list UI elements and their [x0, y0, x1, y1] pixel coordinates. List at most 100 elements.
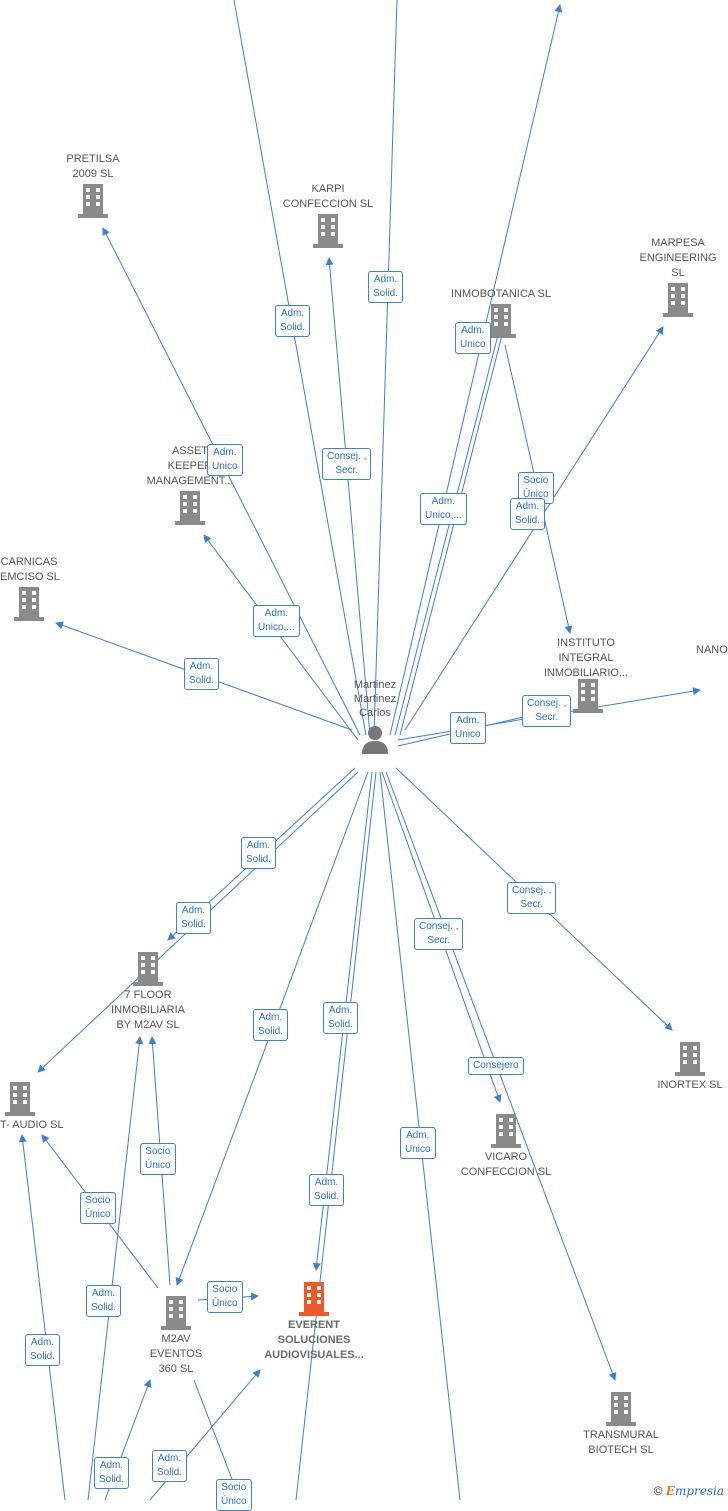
edge-label-line: Único [212, 1298, 238, 1309]
edge-label-line: Solid. [258, 1026, 284, 1037]
edge-label[interactable]: Adm. Unico [450, 712, 486, 744]
edge-label[interactable]: Consej. ,Secr. [322, 448, 372, 480]
edge-label-line: Solid. [280, 322, 306, 333]
company-node-instituto[interactable]: INSTITUTO INTEGRAL INMOBILIARIO... [535, 636, 637, 715]
person-icon [362, 726, 388, 754]
company-node-karpi[interactable]: KARPI CONFECCION SL [276, 182, 380, 250]
company-name-line: AUDIOVISUALES... [264, 1349, 364, 1361]
edge-label-line: Solid. [99, 1474, 125, 1485]
edge [373, 0, 398, 736]
edge-label-line: Único [221, 1496, 247, 1507]
edge-label[interactable]: Adm.Unico [400, 1127, 436, 1159]
person-name-line: Martinez [353, 679, 397, 691]
building-icon [491, 1114, 521, 1148]
edge-label-line: Socio [523, 475, 549, 486]
edge-label-line: Solid. [189, 675, 215, 686]
edge-label-line: Secr. [520, 899, 544, 910]
company-name-line: INSTITUTO [557, 637, 615, 649]
brand-logo-text: Empresia [665, 1484, 724, 1498]
edge-label[interactable]: Consejero [468, 1057, 524, 1075]
person-name-line: Carlos [359, 707, 391, 719]
company-node-audio[interactable]: T- AUDIO SL [0, 1080, 64, 1133]
company-name-line: CONFECCION SL [282, 198, 374, 210]
edge-label-line: Adm. [328, 1005, 353, 1016]
building-icon [133, 952, 163, 986]
edge-label[interactable]: Consej. ,Secr. [507, 882, 557, 914]
edge-label[interactable]: Adm.Solid. [152, 1450, 188, 1482]
edge [87, 1036, 144, 1500]
company-name-line: EMCISO SL [0, 571, 60, 583]
building-icon [486, 304, 516, 338]
company-node-vicaro[interactable]: VICARO CONFECCION SL [452, 1112, 560, 1180]
edge-label[interactable]: Adm.Solid. [184, 658, 220, 690]
company-node-inortex[interactable]: INORTEX SL [652, 1040, 728, 1093]
edge-label[interactable]: Adm. Solid. [323, 1002, 359, 1034]
company-node-carnicas[interactable]: CARNICAS EMCISO SL [0, 555, 60, 623]
edge-label-line: Adm. [515, 501, 540, 512]
company-node-transmural[interactable]: TRANSMURAL BIOTECH SL [574, 1390, 668, 1458]
company-node-asset-keeper[interactable]: ASSET KEEPER MANAGEMENT... [138, 444, 242, 527]
company-node-marpesa[interactable]: MARPESA ENGINEERING SL [630, 236, 726, 319]
edge-label-line: Unico [455, 729, 481, 740]
edge-label-line: Secr. [535, 712, 559, 723]
edge-label-line: Único [85, 1209, 111, 1220]
company-name-line: M2AV [161, 1333, 191, 1345]
edge-label[interactable]: Adm.Unico,... [253, 605, 300, 637]
edge-label[interactable]: Adm.Solid. [253, 1009, 289, 1041]
edge-label[interactable]: Adm. Solid. [510, 498, 546, 530]
company-node-nano[interactable]: NANO [696, 643, 728, 658]
company-name-line: 7 FLOOR [124, 989, 172, 1001]
edge-label-line: Solid. [328, 1019, 354, 1030]
edge-label-line: Adm. [406, 1130, 430, 1141]
company-node-inmobotanica[interactable]: INMOBOTANICA SL [444, 287, 558, 340]
edge-label-line: Unico,... [258, 622, 295, 633]
edge-label-line: Adm. [456, 715, 480, 726]
edge-label[interactable]: Consej. ,Secr. [522, 695, 572, 727]
edge-label-line: Adm. [280, 308, 305, 319]
edge-label[interactable]: Adm.Solid. [241, 837, 277, 869]
edge-label[interactable]: Adm.Unico [455, 322, 491, 354]
edge-label[interactable]: Consej. ,Secr. [414, 918, 464, 950]
edge-label[interactable]: Adm.Solid. [86, 1285, 122, 1317]
company-name-line: INMOBILIARIO... [543, 667, 629, 679]
edge-label-line: Solid. [157, 1467, 183, 1478]
building-icon [78, 184, 108, 218]
edge-label-line: Adm. [246, 840, 271, 851]
company-name-line: ENGINEERING [639, 252, 717, 264]
edge-label[interactable]: Adm. Solid. [275, 305, 311, 337]
copyright-symbol: © [653, 1484, 663, 1498]
edge-label-line: Unico [212, 461, 238, 472]
copyright-badge[interactable]: © Empresia [654, 1484, 724, 1498]
company-node-m2av[interactable]: M2AV EVENTOS 360 SL [134, 1294, 218, 1377]
company-name-line: INMOBILIARIA [111, 1004, 185, 1016]
edge-label[interactable]: Adm.Unico,... [420, 493, 467, 525]
edge-label[interactable]: Adm.Solid. [94, 1457, 130, 1489]
edge-label[interactable]: Adm.Solid. [368, 271, 404, 303]
company-name-line: KEEPER [167, 460, 213, 472]
company-node-7floor[interactable]: 7 FLOOR INMOBILIARIA BY M2AV SL [100, 950, 196, 1033]
company-name-line: NANO [696, 644, 728, 656]
edge [385, 771, 617, 1381]
edge-label-line: Solid. [373, 288, 399, 299]
edge-label[interactable]: Adm.Unico [207, 444, 243, 476]
edge-label[interactable]: Adm.Solid. [309, 1174, 345, 1206]
edge-label-line: Único [145, 1160, 171, 1171]
person-node-center[interactable]: Martinez Martinez Carlos [335, 678, 415, 754]
edge [233, 0, 367, 736]
edge-label[interactable]: Adm.Solid. [176, 902, 212, 934]
edge-label-line: Unico,... [425, 510, 462, 521]
edge-label[interactable]: Adm.Solid. [25, 1334, 61, 1366]
company-node-pretilsa[interactable]: PRETILSA 2009 SL [47, 152, 139, 220]
company-node-everent[interactable]: EVERENT SOLUCIONES AUDIOVISUALES... [252, 1280, 376, 1363]
edge-label-line: Socio [221, 1482, 247, 1493]
company-name-line: PRETILSA [66, 153, 120, 165]
company-name-line: INMOBOTANICA SL [450, 288, 552, 300]
edge-label-line: Solid. [181, 919, 207, 930]
edge-label-line: Solid. [515, 515, 541, 526]
company-name-line: CONFECCION SL [460, 1166, 552, 1178]
